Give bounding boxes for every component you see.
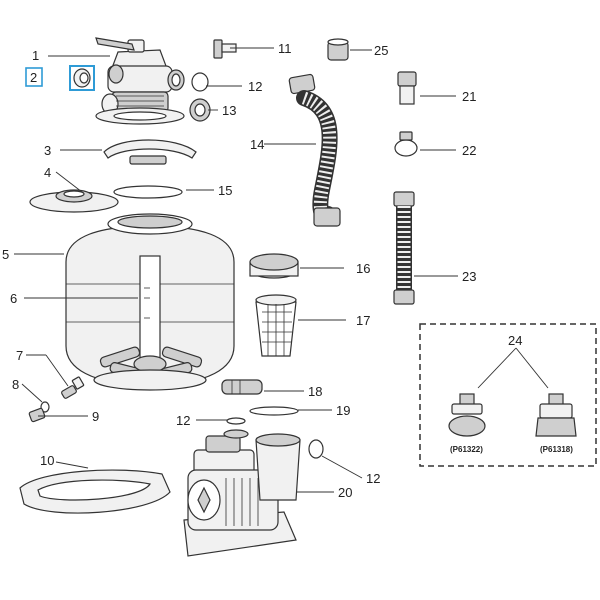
callout-12-top: 12 xyxy=(248,79,262,94)
callout-20: 20 xyxy=(338,485,352,500)
tank-clamp xyxy=(103,139,197,165)
pressure-gauge xyxy=(69,65,95,91)
highlight-box xyxy=(69,65,95,91)
outlet-gasket xyxy=(308,439,324,459)
callout-16: 16 xyxy=(356,261,370,276)
callout-2: 2 xyxy=(30,70,37,85)
fitting-group xyxy=(419,323,597,467)
tank-o-ring xyxy=(113,185,183,199)
filter-tank xyxy=(65,213,235,391)
callout-11: 11 xyxy=(278,41,292,56)
callout-17: 17 xyxy=(356,313,370,328)
callout-8: 8 xyxy=(12,377,19,392)
callout-14: 14 xyxy=(250,137,264,152)
callout-19: 19 xyxy=(336,403,350,418)
valve-gasket xyxy=(191,72,209,92)
callout-12-right: 12 xyxy=(366,471,380,486)
callout-2-box xyxy=(25,67,43,87)
union-nut xyxy=(189,98,211,122)
center-pipe xyxy=(139,255,161,361)
pump-union xyxy=(221,379,263,395)
hose-connector xyxy=(397,71,417,105)
callout-13: 13 xyxy=(222,103,236,118)
tank-base xyxy=(19,469,171,514)
callout-9: 9 xyxy=(92,409,99,424)
callout-24: 24 xyxy=(508,333,522,348)
multiport-valve xyxy=(95,37,185,125)
pump-motor xyxy=(183,429,301,557)
callout-21: 21 xyxy=(462,89,476,104)
threaded-adapter xyxy=(327,38,349,61)
strainer-basket xyxy=(255,294,297,357)
callout-12-mid: 12 xyxy=(176,413,190,428)
callout-1: 1 xyxy=(32,48,39,63)
callout-22: 22 xyxy=(462,143,476,158)
pump-gasket xyxy=(226,417,246,425)
callout-7: 7 xyxy=(16,348,23,363)
tank-lid xyxy=(29,189,119,213)
part-code-left: (P61322) xyxy=(450,445,483,454)
drain-plug xyxy=(61,376,85,399)
dashed-box xyxy=(419,323,597,467)
callout-18: 18 xyxy=(308,384,322,399)
callout-3: 3 xyxy=(44,143,51,158)
callout-10: 10 xyxy=(40,453,54,468)
callout-25: 25 xyxy=(374,43,388,58)
callout-6: 6 xyxy=(10,291,17,306)
callout-4: 4 xyxy=(44,165,51,180)
strainer-o-ring xyxy=(249,406,299,416)
drain-cap xyxy=(28,407,46,423)
part-code-right: (P61318) xyxy=(540,445,573,454)
callout-5: 5 xyxy=(2,247,9,262)
bolt xyxy=(213,39,237,59)
short-hose xyxy=(393,191,415,305)
connection-hose xyxy=(288,73,341,227)
callout-15: 15 xyxy=(218,183,232,198)
hose-clamp xyxy=(394,131,418,157)
callout-23: 23 xyxy=(462,269,476,284)
strainer-lid xyxy=(249,253,299,279)
